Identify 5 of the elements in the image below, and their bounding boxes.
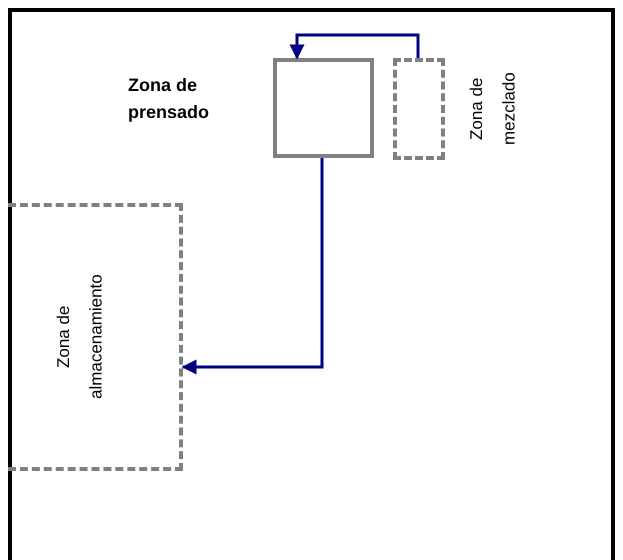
zone-label: Zona de prensado <box>128 74 210 124</box>
zone-label: Zona de mezclado <box>466 72 520 148</box>
zone-label: Zona de almacenamiento <box>53 274 106 402</box>
arrow <box>182 158 324 374</box>
arrow <box>290 34 420 60</box>
